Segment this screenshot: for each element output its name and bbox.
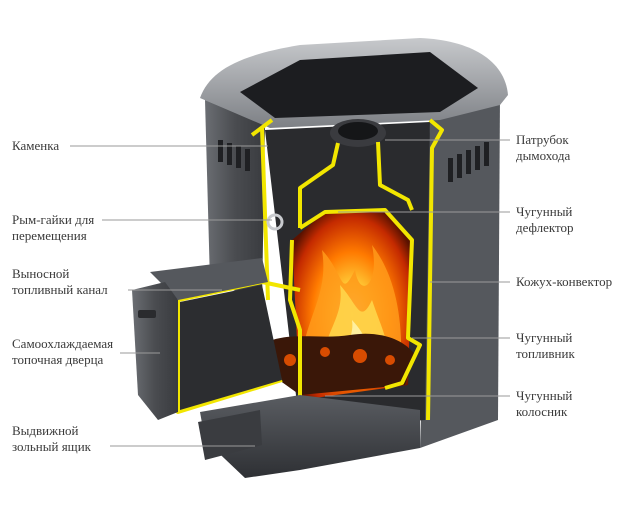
label-vynosnoy-kanal: Выносной топливный канал — [12, 266, 108, 297]
label-rym-gaiki: Рым-гайки для перемещения — [12, 212, 95, 243]
fuel-channel-inner — [180, 285, 282, 410]
label-deflektor: Чугунный дефлектор — [516, 204, 574, 235]
label-toplivnik: Чугунный топливник — [516, 330, 575, 361]
top-opening — [240, 52, 478, 118]
label-patrubok: Патрубок дымохода — [516, 132, 571, 163]
chimney-pipe-opening — [338, 122, 378, 140]
label-kamenka: Каменка — [12, 138, 60, 153]
casing-right-side — [420, 95, 500, 448]
vent-slots-left — [218, 140, 250, 171]
ash-drawer-front — [198, 410, 262, 460]
label-kozhuh: Кожух-конвектор — [516, 274, 613, 289]
eye-nut — [266, 213, 284, 231]
label-zolny-yashchik: Выдвижной зольный ящик — [12, 423, 91, 454]
firebox-door — [132, 282, 178, 420]
label-kolosnik: Чугунный колосник — [516, 388, 573, 419]
vent-slots-right — [448, 142, 489, 182]
label-dverca: Самоохлаждаемая топочная дверца — [12, 336, 114, 367]
coal-glow — [284, 347, 395, 366]
door-handle — [138, 310, 156, 318]
leader-lines — [70, 139, 510, 447]
